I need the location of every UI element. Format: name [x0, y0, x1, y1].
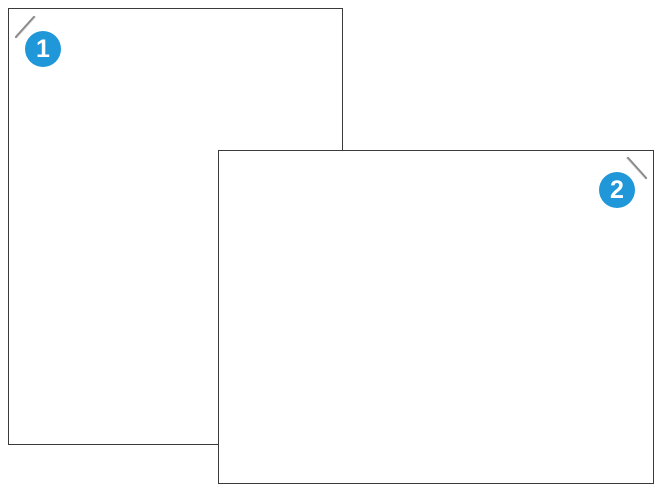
step-badge-2: 2	[599, 172, 635, 208]
staple-icon	[14, 15, 36, 39]
staple-icon	[626, 156, 648, 180]
landscape-page: 2	[218, 150, 654, 484]
step-badge-1: 1	[25, 31, 61, 67]
